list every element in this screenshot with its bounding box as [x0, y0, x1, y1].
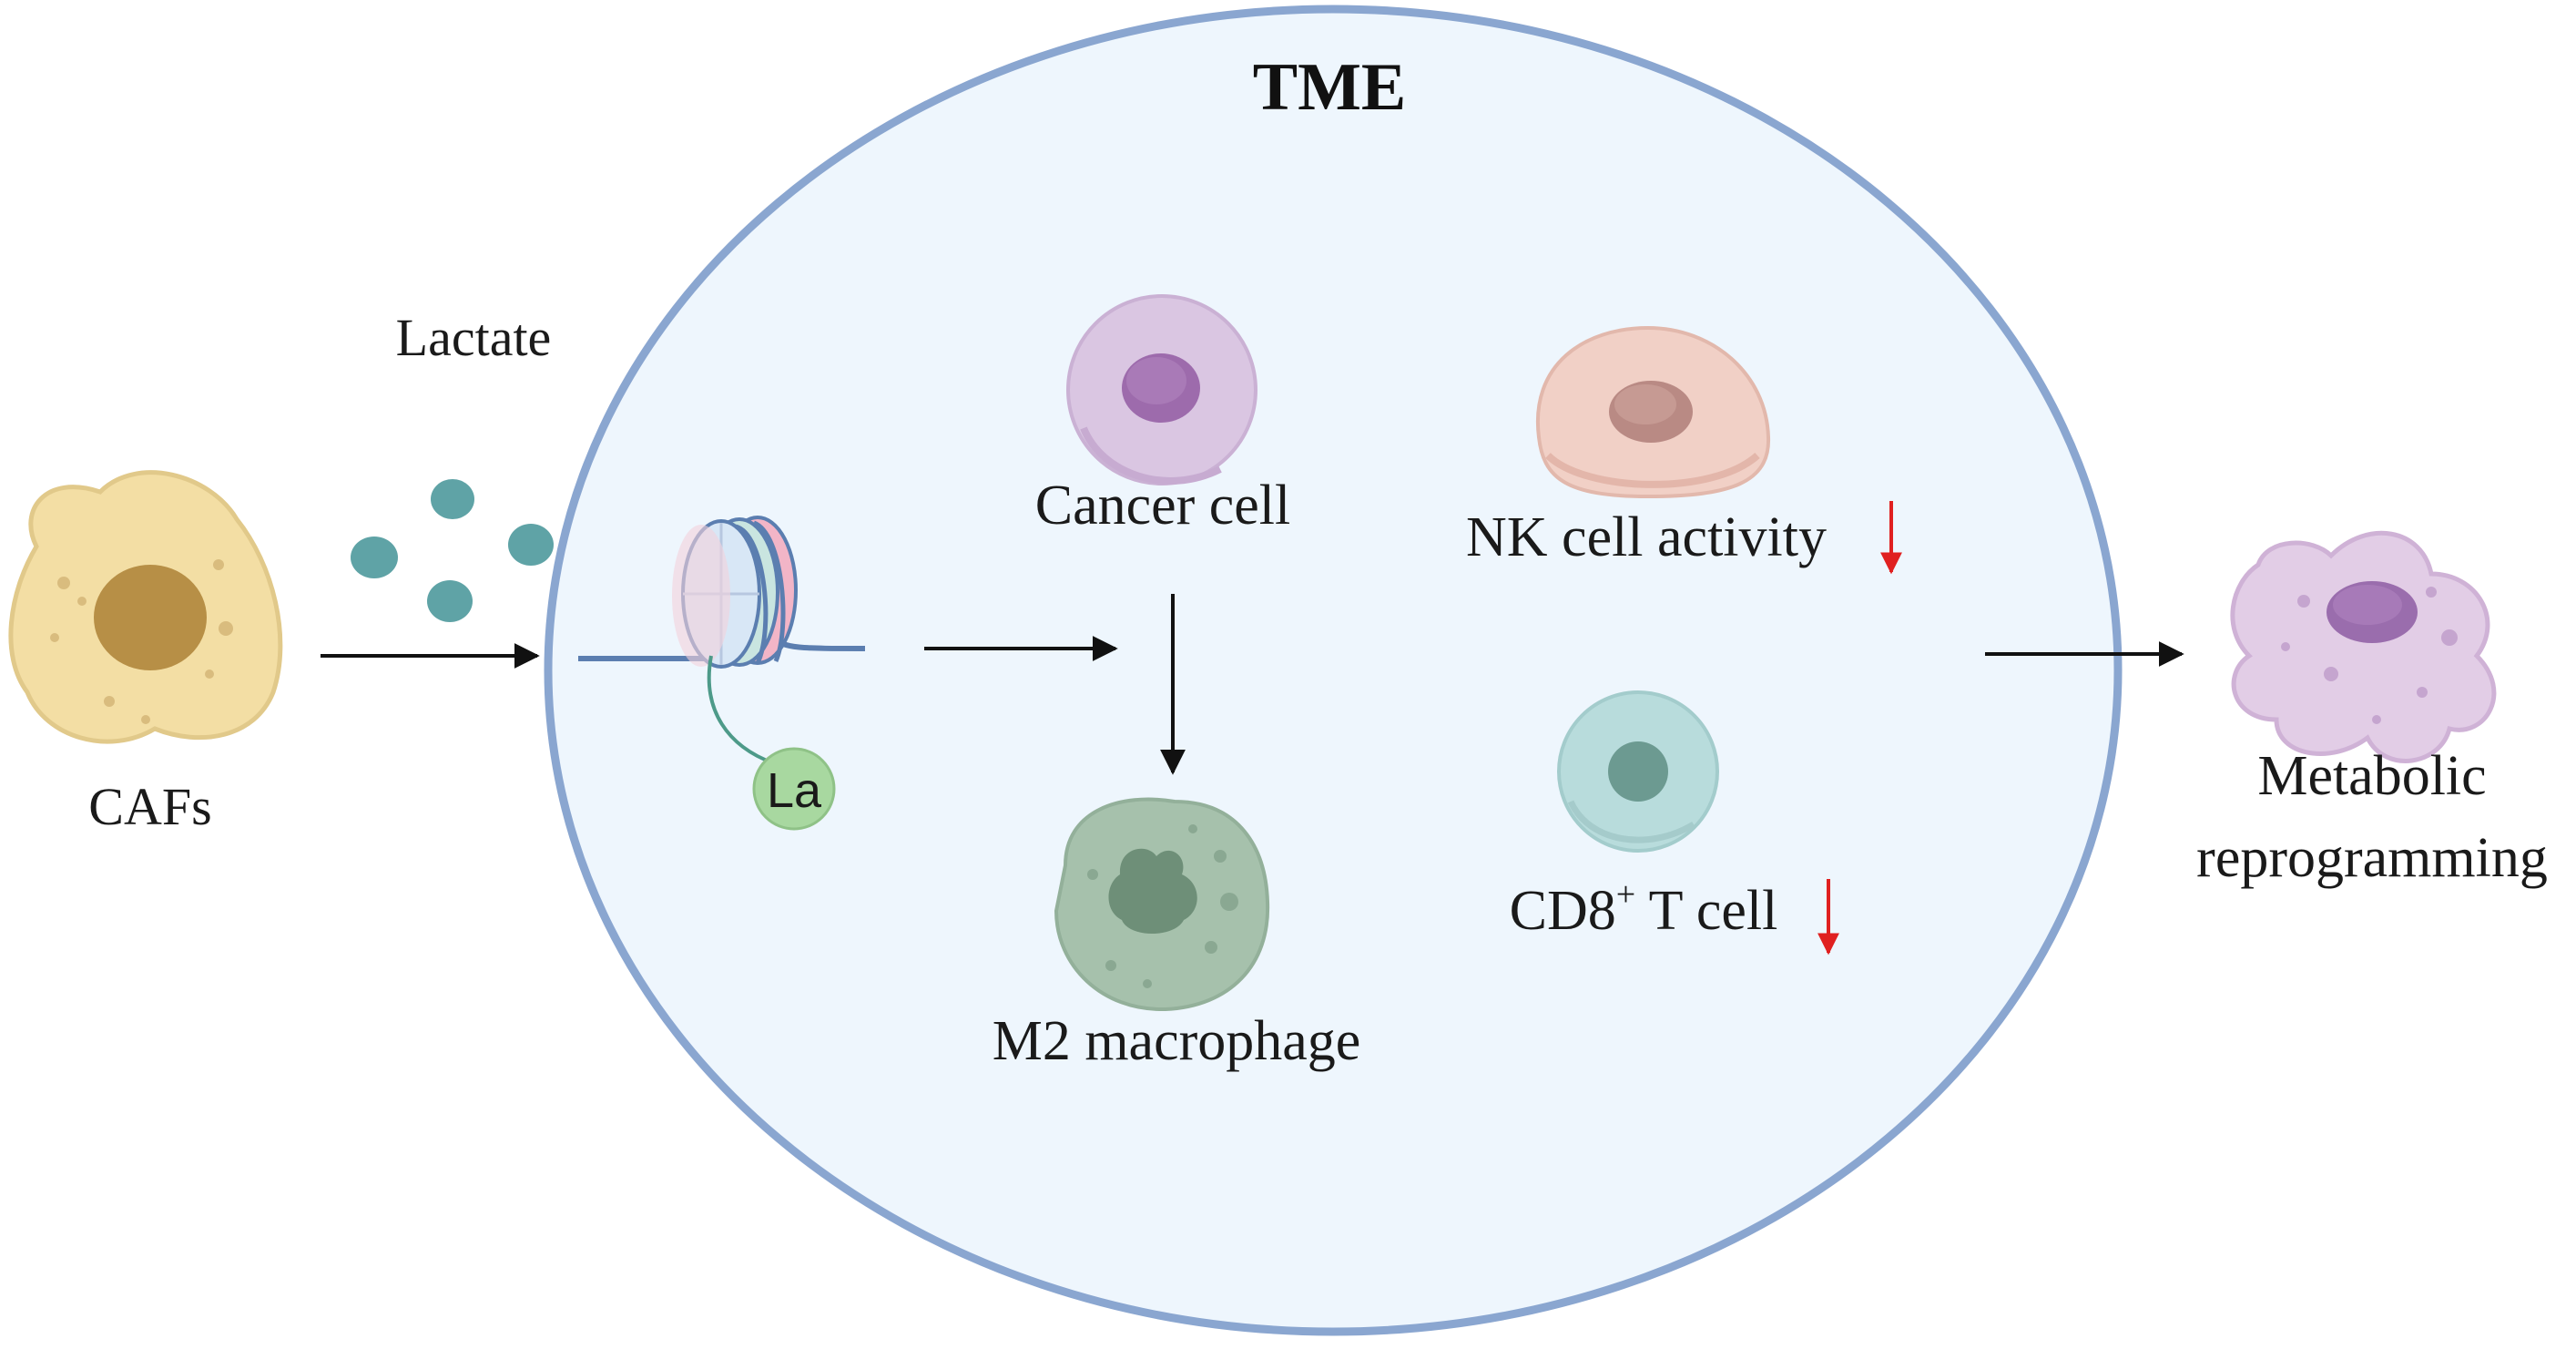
cd8-t-cell-prefix: CD8 [1510, 880, 1616, 942]
cd8-t-cell-suffix: T cell [1635, 880, 1777, 942]
macrophage-icon [1054, 797, 1270, 1012]
lactyl-badge: La [752, 747, 836, 831]
nk-cell-activity-label: NK cell activity [1466, 506, 1827, 568]
lactate-label: Lactate [396, 308, 552, 367]
cancer-cell-label: Cancer cell [1035, 475, 1291, 537]
metabolic-reprogramming-label-line1: Metabolic [2257, 745, 2486, 807]
tme-title: TME [1253, 50, 1407, 125]
metabolic-reprogramming-label-line2: reprogramming [2196, 827, 2548, 889]
lactate-molecule-icon [351, 479, 554, 622]
cafs-label: CAFs [88, 777, 211, 836]
t-cell-icon [1557, 690, 1719, 853]
cancer-associated-fibroblast-icon [8, 470, 283, 744]
cancer-cell-icon [1066, 294, 1257, 485]
m2-macrophage-label: M2 macrophage [993, 1010, 1361, 1072]
nucleosome-icon [578, 516, 866, 765]
tme-region [544, 5, 2123, 1336]
nk-cell-icon [1535, 325, 1771, 499]
reprogrammed-cell-icon [2230, 530, 2497, 763]
lactyl-badge-label: La [767, 763, 822, 818]
cd8-t-cell-sup: + [1616, 875, 1635, 914]
cd8-t-cell-label: CD8+ T cell [1510, 875, 1778, 942]
